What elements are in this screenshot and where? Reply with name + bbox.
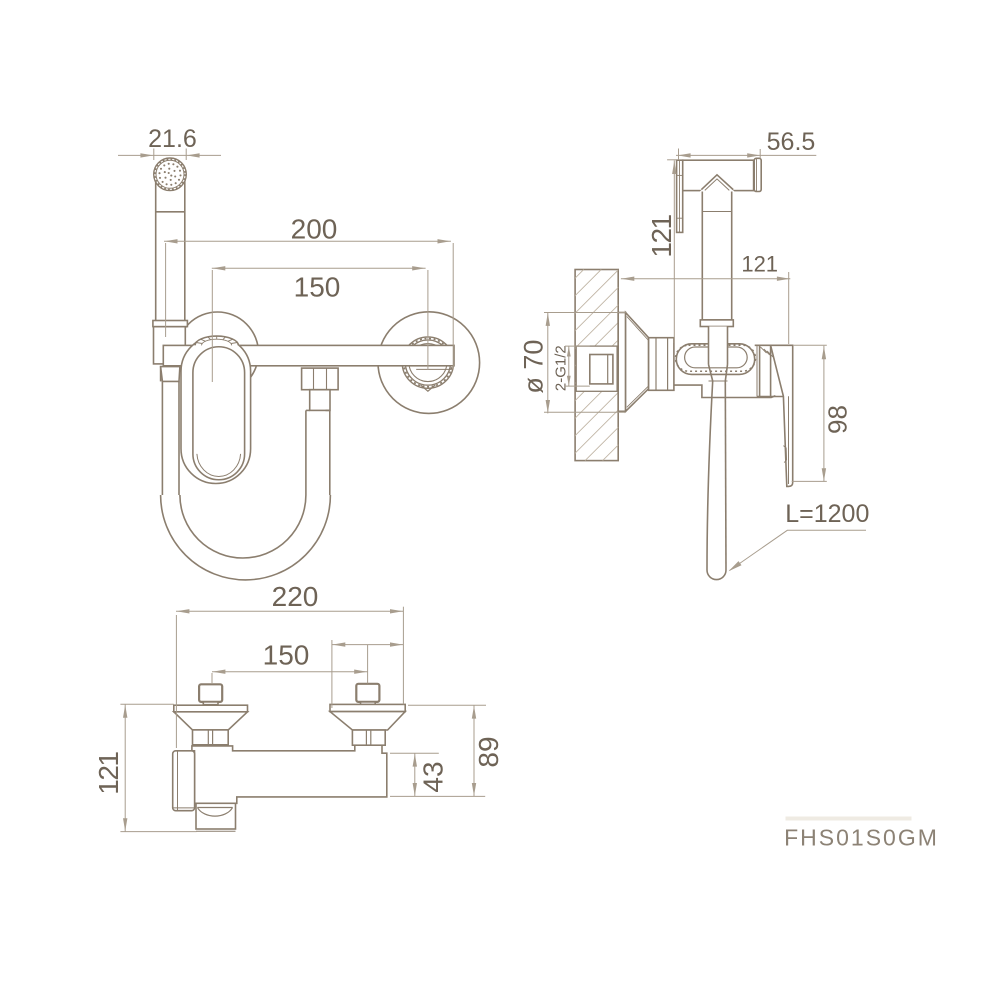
svg-text:21.6: 21.6 [148,125,197,153]
svg-text:121: 121 [741,252,778,277]
svg-text:121: 121 [646,214,677,257]
svg-text:L=1200: L=1200 [785,500,869,528]
svg-text:89: 89 [473,736,504,767]
svg-text:150: 150 [294,272,341,303]
svg-text:56.5: 56.5 [767,128,816,156]
svg-text:220: 220 [272,581,319,612]
svg-text:121: 121 [93,752,124,795]
svg-text:43: 43 [418,761,449,792]
svg-text:200: 200 [291,214,338,245]
svg-text:FHS01S0GM: FHS01S0GM [784,825,939,851]
svg-text:ø 70: ø 70 [519,340,549,394]
svg-text:98: 98 [823,405,853,434]
svg-text:2-G1/2: 2-G1/2 [553,345,570,391]
svg-text:150: 150 [263,640,310,671]
